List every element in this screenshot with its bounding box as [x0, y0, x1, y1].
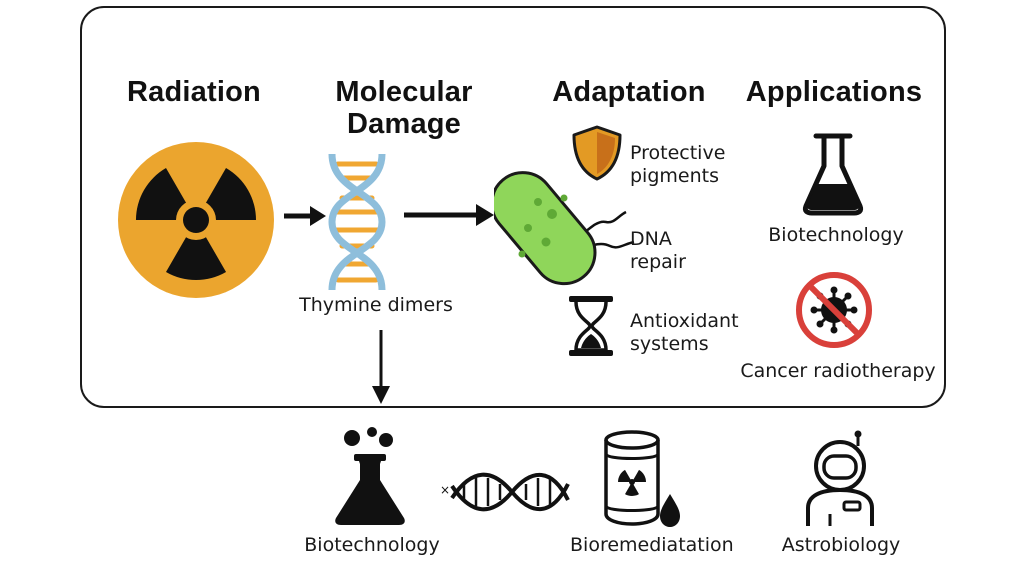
- label-astrobiology: Astrobiology: [781, 534, 901, 556]
- arrow-down-to-uses: [372, 330, 390, 404]
- svg-text:★: ★: [352, 214, 363, 228]
- flask-icon: [802, 133, 864, 216]
- arrow-damage-to-adaptation: [404, 204, 494, 226]
- heading-applications: Applications: [745, 76, 923, 108]
- label-dna-repair: DNA repair: [630, 228, 686, 273]
- hourglass-icon: [569, 296, 613, 356]
- heading-molecular-damage: Molecular Damage: [335, 76, 473, 140]
- bacterium-icon: [494, 171, 635, 286]
- bubbling-flask-icon: [335, 427, 405, 525]
- heading-adaptation: Adaptation: [552, 76, 706, 108]
- virus-prohibited-icon: [796, 272, 872, 348]
- svg-text:×: ×: [440, 483, 450, 497]
- radiation-symbol-icon: [118, 142, 274, 298]
- label-antioxidant-systems: Antioxidant systems: [630, 310, 739, 355]
- label-bioremediation: Bioremediatation: [570, 534, 734, 556]
- label-biotechnology-bottom: Biotechnology: [304, 534, 440, 556]
- dna-helix-icon: ★: [328, 153, 386, 291]
- radioactive-barrel-icon: [604, 430, 680, 527]
- heading-radiation: Radiation: [127, 76, 261, 108]
- dna-strand-icon: ×: [440, 472, 570, 512]
- label-biotechnology-top: Biotechnology: [768, 224, 904, 246]
- shield-icon: [572, 125, 622, 181]
- diagram-panel: [80, 6, 946, 408]
- label-protective-pigments: Protective pigments: [630, 142, 726, 187]
- label-cancer-radiotherapy: Cancer radiotherapy: [740, 360, 936, 382]
- astronaut-icon: [806, 430, 874, 526]
- arrow-radiation-to-damage: [284, 206, 326, 226]
- label-thymine-dimers: Thymine dimers: [299, 294, 453, 316]
